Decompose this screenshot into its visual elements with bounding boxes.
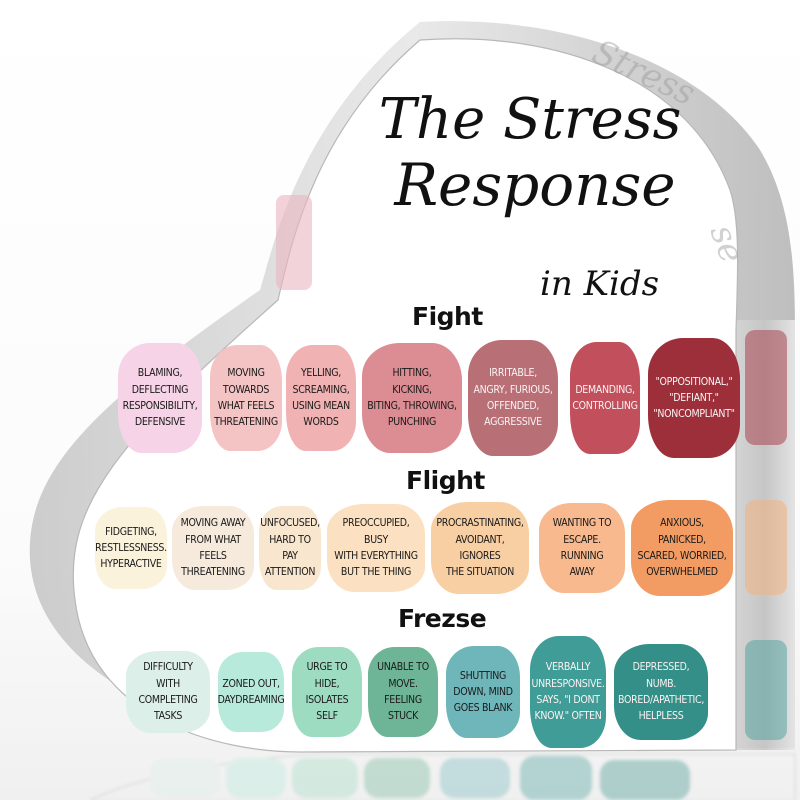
freeze-item: Difficulty With Completing Tasks (126, 651, 210, 733)
title-line-2: Response (394, 151, 676, 219)
flight-item: Fidgeting, Restlessness. Hyperactive (95, 507, 167, 589)
fight-item: Hitting, Kicking, Biting, Throwing, Punc… (362, 343, 462, 453)
freeze-item: Verbally Unresponsive. Says, "I Dont Kno… (530, 636, 606, 748)
section-label-freeze: Frezse (398, 604, 487, 633)
freeze-item: Zoned Out, Daydreaming (218, 652, 285, 732)
title-line-1: The Stress (378, 87, 682, 152)
freeze-item: Shutting Down, Mind Goes Blank (446, 646, 520, 738)
product-subtitle: in Kids (540, 264, 660, 304)
fight-item: "Oppositional," "Defiant," "Noncompliant… (648, 338, 740, 458)
flight-item: Anxious, Panicked, Scared, Worried, Over… (631, 500, 733, 596)
freeze-item: Depressed, Numb. Bored/Apathetic, Helple… (614, 644, 708, 740)
flight-row: Fidgeting, Restlessness. Hyperactive Mov… (95, 500, 733, 596)
freeze-item: Urge To Hide, Isolates Self (292, 647, 362, 737)
fight-item: Yelling, Screaming, Using Mean Words (286, 345, 356, 451)
flight-item: Preoccupied, Busy With Everything But Th… (327, 504, 425, 592)
section-label-flight: Flight (406, 466, 485, 495)
fight-row: Blaming, Deflecting Responsibility, Defe… (118, 338, 740, 458)
fight-item: Irritable, Angry, Furious, Offended, Agg… (468, 340, 558, 456)
floor-reflection (89, 753, 796, 800)
product-title: The Stress Response (370, 87, 690, 219)
fight-item: Demanding, Controlling (570, 342, 640, 454)
flight-item: Unfocused, Hard To Pay Attention (259, 506, 321, 590)
freeze-row: Difficulty With Completing Tasks Zoned O… (126, 636, 708, 748)
fight-item: Blaming, Deflecting Responsibility, Defe… (118, 343, 202, 453)
flight-item: Moving Away From What Feels Threatening (172, 506, 254, 590)
flight-item: Wanting To Escape. Running Away (539, 503, 625, 593)
section-label-fight: Fight (412, 302, 483, 331)
freeze-item: Unable To Move. Feeling Stuck (368, 647, 438, 737)
fight-item: Moving Towards What Feels Threatening (210, 345, 282, 451)
flight-item: Procrastinating, Avoidant, Ignores The S… (431, 502, 529, 594)
